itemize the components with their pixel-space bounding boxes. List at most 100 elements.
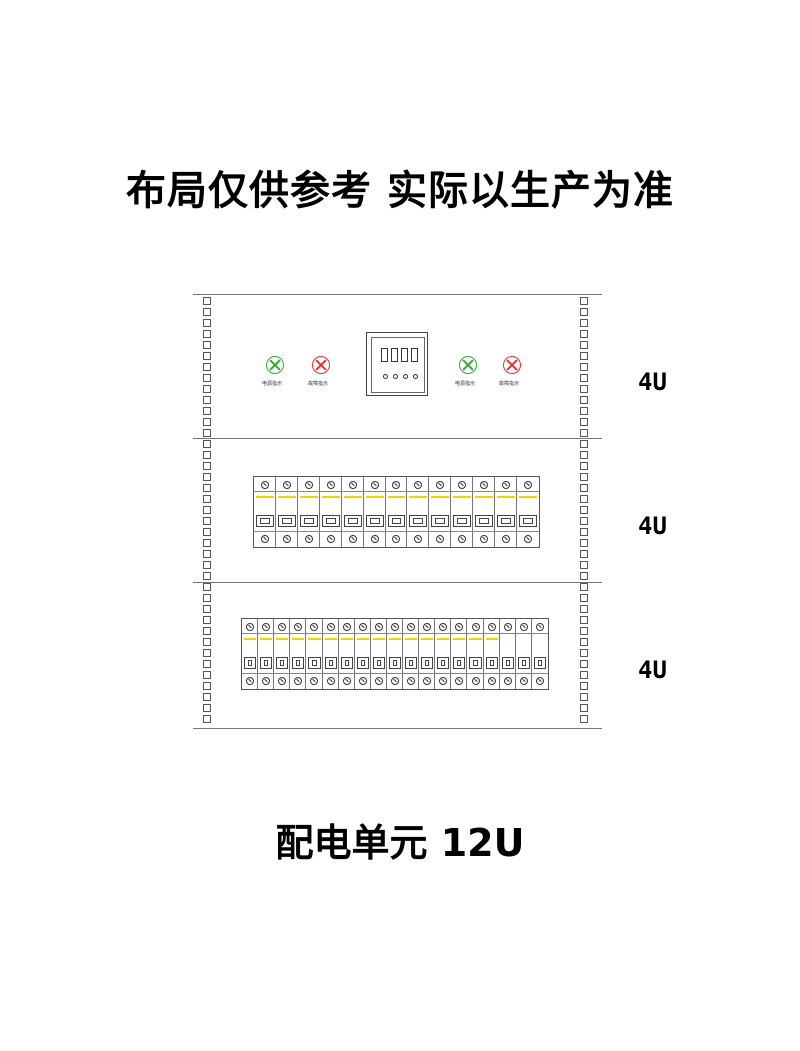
- toggle-knob: [501, 518, 512, 524]
- rack-rail-left: [203, 295, 212, 728]
- rail-hole: [203, 616, 211, 624]
- meter-digit: [391, 348, 398, 362]
- breaker-edge: [403, 633, 420, 634]
- breaker-edge: [290, 673, 307, 674]
- breaker-stripe: [387, 496, 406, 498]
- breaker-toggle-icon: [421, 657, 434, 669]
- rail-hole: [580, 506, 588, 514]
- meter-button-icon: [403, 374, 408, 379]
- rail-hole: [203, 517, 211, 525]
- terminal-screw-icon: [304, 481, 313, 489]
- rail-hole: [580, 528, 588, 536]
- breaker-module: [451, 619, 468, 689]
- rail-hole: [580, 605, 588, 613]
- breaker-module: [495, 477, 518, 547]
- terminal-screw-icon: [310, 623, 319, 631]
- breaker-edge: [531, 633, 548, 634]
- terminal-screw-icon: [439, 623, 448, 631]
- terminal-screw-icon: [310, 677, 319, 685]
- toggle-knob: [392, 660, 398, 666]
- breaker-edge: [515, 633, 532, 634]
- page-title: 布局仅供参考 实际以生产为准: [126, 168, 674, 214]
- terminal-screw-icon: [326, 623, 335, 631]
- terminal-screw-icon: [407, 623, 416, 631]
- breaker-stripe: [388, 638, 402, 640]
- breaker-stripe: [372, 638, 385, 640]
- terminal-screw-icon: [326, 535, 335, 543]
- breaker-stripe: [321, 496, 340, 498]
- breaker-edge: [322, 673, 339, 674]
- breaker-toggle-icon: [372, 657, 385, 669]
- breaker-module: [341, 477, 364, 547]
- breaker-edge: [499, 633, 516, 634]
- toggle-knob: [391, 518, 402, 524]
- power-indicator-label: 电源指示: [262, 381, 283, 387]
- terminal-screw-icon: [502, 481, 511, 489]
- rail-hole: [580, 550, 588, 558]
- toggle-knob: [264, 660, 269, 666]
- breaker-edge: [435, 633, 452, 634]
- breaker-module: [435, 619, 452, 689]
- rail-hole: [203, 451, 211, 459]
- breaker-edge: [306, 673, 323, 674]
- breaker-stripe: [256, 496, 274, 498]
- breaker-toggle-icon: [519, 515, 537, 527]
- breaker-module: [386, 619, 404, 689]
- toggle-knob: [360, 660, 365, 666]
- rail-hole: [580, 715, 588, 723]
- rail-hole: [580, 627, 588, 635]
- breaker-edge: [483, 673, 500, 674]
- toggle-knob: [303, 518, 314, 524]
- breaker-toggle-icon: [343, 515, 362, 527]
- rail-hole: [203, 330, 211, 338]
- breaker-edge: [297, 491, 320, 492]
- breaker-toggle-icon: [475, 515, 494, 527]
- rail-hole: [203, 473, 211, 481]
- breaker-edge: [419, 673, 436, 674]
- fault-indicator-label: 故障指示: [499, 381, 520, 387]
- terminal-screw-icon: [370, 535, 379, 543]
- breaker-toggle-icon: [321, 515, 340, 527]
- fault-indicator-lamp-icon: [503, 356, 521, 374]
- breaker-edge: [451, 491, 474, 492]
- unit-1-height-label: 4U: [638, 368, 667, 396]
- breaker-stripe: [292, 638, 305, 640]
- rail-hole: [580, 638, 588, 646]
- meter-button-icon: [383, 374, 388, 379]
- breaker-edge: [429, 491, 452, 492]
- breaker-edge: [495, 531, 518, 532]
- rail-hole: [580, 693, 588, 701]
- terminal-screw-icon: [326, 481, 335, 489]
- terminal-screw-icon: [423, 677, 432, 685]
- breaker-stripe: [299, 496, 318, 498]
- terminal-screw-icon: [535, 677, 544, 685]
- breaker-module: [258, 619, 275, 689]
- breaker-edge: [341, 531, 364, 532]
- breaker-edge: [354, 633, 371, 634]
- breaker-edge: [306, 633, 323, 634]
- breaker-toggle-icon: [437, 657, 450, 669]
- toggle-knob: [479, 518, 490, 524]
- terminal-screw-icon: [519, 677, 528, 685]
- meter-digit: [381, 348, 388, 362]
- breaker-edge: [435, 673, 452, 674]
- terminal-screw-icon: [458, 481, 467, 489]
- toggle-knob: [280, 660, 285, 666]
- rail-hole: [580, 363, 588, 371]
- terminal-screw-icon: [392, 535, 401, 543]
- breaker-edge: [338, 673, 355, 674]
- rail-hole: [580, 396, 588, 404]
- terminal-screw-icon: [455, 677, 464, 685]
- breaker-edge: [254, 531, 276, 532]
- breaker-module: [467, 619, 484, 689]
- terminal-screw-icon: [487, 623, 496, 631]
- rail-hole: [203, 495, 211, 503]
- toggle-knob: [328, 660, 333, 666]
- meter-digit: [411, 348, 418, 362]
- toggle-knob: [457, 518, 468, 524]
- terminal-screw-icon: [414, 535, 423, 543]
- toggle-knob: [296, 660, 301, 666]
- terminal-screw-icon: [260, 481, 269, 489]
- breaker-module: [274, 619, 291, 689]
- rail-hole: [580, 583, 588, 591]
